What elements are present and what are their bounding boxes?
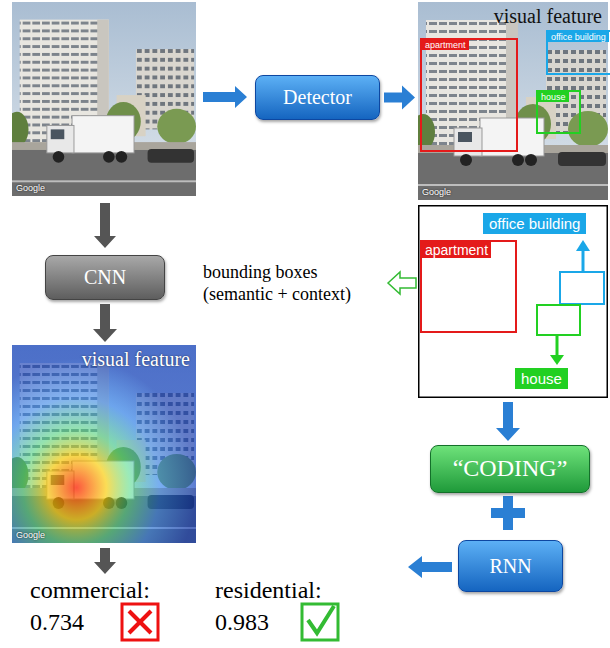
bounding-box: house bbox=[536, 90, 581, 134]
node-text: visual feature bbox=[82, 348, 190, 371]
class-tag: house bbox=[515, 368, 568, 389]
watermark: Google bbox=[16, 530, 45, 541]
score-value: 0.734 bbox=[30, 608, 84, 637]
process-box: “CODING” bbox=[430, 445, 590, 493]
process-box: RNN bbox=[458, 540, 563, 592]
image-panel: visual feature apartment office building ho… bbox=[418, 2, 608, 200]
bounding-box: apartment bbox=[420, 240, 517, 333]
node-text: visual feature bbox=[494, 5, 602, 28]
node-text: RNN bbox=[489, 555, 531, 578]
watermark: Google bbox=[422, 187, 451, 198]
node-text: “CODING” bbox=[453, 455, 568, 483]
block-arrow bbox=[384, 86, 415, 110]
image-panel: visual feature bbox=[12, 345, 196, 543]
watermark: Google bbox=[16, 183, 45, 194]
class-tag: office building bbox=[483, 213, 586, 234]
node-text: house bbox=[521, 370, 562, 387]
bounding-box: apartment bbox=[420, 38, 518, 152]
process-box: Detector bbox=[255, 75, 380, 120]
arrow-shaft bbox=[100, 304, 110, 330]
node-text: CNN bbox=[84, 266, 126, 289]
node-text: apartment bbox=[422, 40, 469, 50]
block-arrow bbox=[93, 304, 117, 342]
node-text: apartment bbox=[422, 242, 491, 258]
node-text: office building bbox=[489, 215, 580, 232]
node-text: Detector bbox=[283, 86, 352, 109]
arrow-head bbox=[402, 86, 415, 110]
node-text: office building bbox=[548, 32, 609, 42]
bounding-box: office building bbox=[546, 30, 610, 75]
score-value: 0.983 bbox=[215, 608, 269, 637]
arrow-head bbox=[93, 329, 117, 342]
process-box: CNN bbox=[45, 255, 165, 300]
node-text: house bbox=[538, 92, 569, 102]
class-label: commercial: bbox=[30, 576, 150, 605]
annotation-text: bounding boxes (semantic + context) bbox=[203, 262, 381, 305]
arrow-shaft bbox=[384, 93, 403, 103]
class-label: residential: bbox=[215, 576, 322, 605]
